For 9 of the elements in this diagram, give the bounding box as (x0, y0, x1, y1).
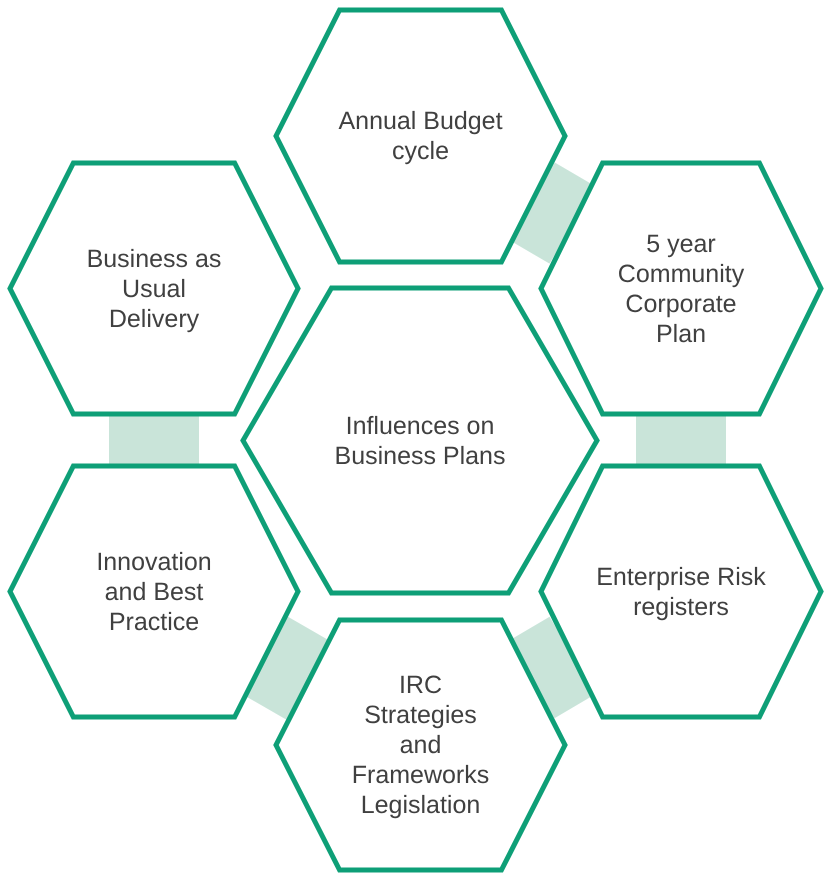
connector-band (636, 414, 726, 466)
hexagon-label: Influences on Business Plans (334, 410, 506, 470)
hexagon-label: Annual Budget cycle (337, 106, 504, 166)
hexagon-label: Innovation and Best Practice (95, 546, 213, 636)
hexagon-label: 5 year Community Corporate Plan (616, 228, 746, 348)
hexagon-label: Enterprise Risk registers (595, 562, 767, 622)
connector-band (109, 414, 199, 466)
hexagon-label: IRC Strategies and Frameworks Legislation (350, 670, 490, 820)
hexagon-label: Business as Usual Delivery (86, 244, 222, 334)
